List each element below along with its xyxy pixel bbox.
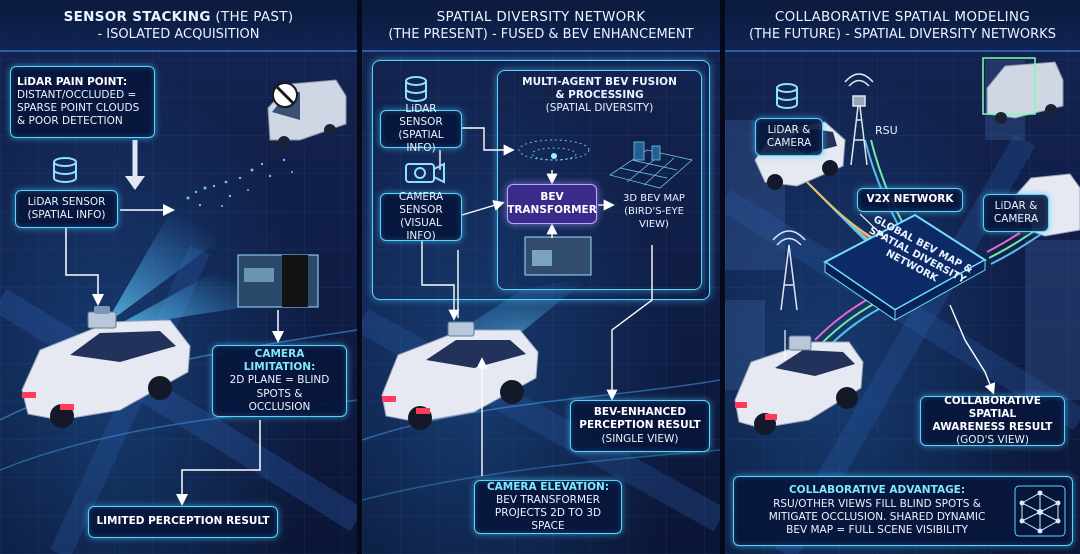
- collab-result-line3: (GOD'S VIEW): [956, 434, 1029, 447]
- bev-enhanced-result-box: BEV-ENHANCED PERCEPTION RESULT (SINGLE V…: [570, 400, 710, 452]
- panel-subtitle: (THE FUTURE) - SPATIAL DIVERSITY NETWORK…: [749, 27, 1056, 42]
- camera-sensor-line2: SENSOR: [399, 204, 442, 217]
- title-rest: (THE PAST): [211, 9, 294, 25]
- lidar-sensor-box: LiDAR SENSOR (SPATIAL INFO): [380, 110, 462, 148]
- ego-car: [382, 322, 538, 430]
- connected-van: [983, 58, 1063, 124]
- camera-limitation-line2: SPOTS &: [257, 388, 303, 401]
- fusion-label: MULTI-AGENT BEV FUSION & PROCESSING (SPA…: [502, 76, 697, 115]
- camera-limitation-box: CAMERA LIMITATION: 2D PLANE = BLIND SPOT…: [212, 345, 347, 417]
- camera-limitation-head: CAMERA LIMITATION:: [219, 348, 340, 374]
- pain-point-line1: DISTANT/OCCLUDED =: [17, 89, 136, 102]
- lidar-beam: [105, 195, 260, 325]
- lidar-sensor-box: LiDAR SENSOR (SPATIAL INFO): [15, 190, 118, 228]
- database-icon: [50, 155, 80, 185]
- panel-title-text: COLLABORATIVE SPATIAL MODELING: [775, 9, 1030, 25]
- lidar-sensor-line2: (SPATIAL INFO): [27, 209, 105, 222]
- camera-elevation-head: CAMERA ELEVATION:: [487, 481, 609, 494]
- v2x-label: V2X NETWORK: [866, 193, 953, 206]
- fusion-line2: & PROCESSING: [502, 89, 697, 102]
- bev-transformer-line2: TRANSFORMER: [507, 204, 597, 217]
- lidar-camera-box-b: LiDAR & CAMERA: [983, 194, 1049, 232]
- database-icon: [773, 82, 801, 110]
- lidar-camera-a-line2: CAMERA: [767, 137, 811, 150]
- camera-thumbnail: [238, 255, 318, 307]
- camera-elevation-line2: PROJECTS 2D TO 3D SPACE: [481, 507, 615, 533]
- advantage-line1: RSU/OTHER VIEWS FILL BLIND SPOTS &: [740, 498, 1014, 511]
- radio-tower-icon: [845, 74, 873, 86]
- network-node-icon: [1014, 485, 1066, 537]
- global-map-label: GLOBAL BEV MAP & SPATIAL DIVERSITY NETWO…: [847, 207, 988, 305]
- camera-limitation-line3: OCCLUSION: [249, 401, 311, 414]
- rsu-label: RSU: [875, 124, 898, 137]
- bev-map-line1: 3D BEV MAP: [614, 192, 694, 205]
- bev-result-line1: BEV-ENHANCED: [594, 406, 686, 419]
- bev-map-line3: VIEW): [614, 218, 694, 231]
- title-bold: SENSOR STACKING: [64, 9, 211, 25]
- lidar-camera-b-line2: CAMERA: [994, 213, 1038, 226]
- no-entry-icon: [270, 80, 300, 110]
- lidar-camera-b-line1: LiDAR &: [995, 200, 1038, 213]
- fusion-line1: MULTI-AGENT BEV FUSION: [502, 76, 697, 89]
- radio-tower-icon: [773, 231, 805, 310]
- lidar-pain-point-box: LiDAR PAIN POINT: DISTANT/OCCLUDED = SPA…: [10, 66, 155, 138]
- bev-map-label: 3D BEV MAP (BIRD'S-EYE VIEW): [614, 192, 694, 231]
- bev-map-line2: (BIRD'S-EYE: [614, 205, 694, 218]
- lidar-camera-a-line1: LiDAR &: [768, 124, 811, 137]
- panel-title-text: SPATIAL DIVERSITY NETWORK: [437, 9, 646, 25]
- lidar-camera-box-a: LiDAR & CAMERA: [755, 118, 823, 156]
- panel-subtitle: (THE PRESENT) - FUSED & BEV ENHANCEMENT: [388, 27, 693, 42]
- bev-transformer-box: BEV TRANSFORMER: [507, 184, 597, 224]
- ego-car: [22, 306, 190, 428]
- panel-subtitle: - ISOLATED ACQUISITION: [97, 27, 259, 42]
- bev-result-line3: (SINGLE VIEW): [601, 433, 678, 446]
- panel-sensor-stacking: SENSOR STACKING (THE PAST) - ISOLATED AC…: [0, 0, 357, 554]
- collaborative-result-box: COLLABORATIVE SPATIAL AWARENESS RESULT (…: [920, 396, 1065, 446]
- pain-point-line3: & POOR DETECTION: [17, 115, 123, 128]
- collab-result-line1: COLLABORATIVE SPATIAL: [927, 395, 1058, 421]
- camera-sensor-box: CAMERA SENSOR (VISUAL INFO): [380, 193, 462, 241]
- panel-title: SPATIAL DIVERSITY NETWORK (THE PRESENT) …: [362, 0, 720, 52]
- lidar-sensor-line1: LiDAR SENSOR: [28, 196, 106, 209]
- panel-collaborative-spatial-modeling: COLLABORATIVE SPATIAL MODELING (THE FUTU…: [725, 0, 1080, 554]
- camera-beam: [112, 258, 290, 328]
- camera-elevation-line1: BEV TRANSFORMER: [496, 494, 600, 507]
- pain-point-line2: SPARSE POINT CLOUDS: [17, 102, 139, 115]
- collab-result-line2: AWARENESS RESULT: [933, 421, 1053, 434]
- database-icon: [402, 75, 430, 103]
- v2x-network-box: V2X NETWORK: [857, 188, 963, 212]
- ego-car: [735, 336, 863, 435]
- collaborative-advantage-box: COLLABORATIVE ADVANTAGE: RSU/OTHER VIEWS…: [733, 476, 1073, 546]
- rsu-tower: [851, 96, 867, 165]
- limited-perception-result-box: LIMITED PERCEPTION RESULT: [88, 506, 278, 538]
- camera-icon: [404, 158, 448, 186]
- advantage-head: COLLABORATIVE ADVANTAGE:: [740, 484, 1014, 497]
- camera-sensor-line3: (VISUAL INFO): [387, 217, 455, 243]
- bev-result-line2: PERCEPTION RESULT: [579, 419, 700, 432]
- sparse-point-cloud: [187, 159, 294, 207]
- camera-limitation-line1: 2D PLANE = BLIND: [230, 374, 330, 387]
- panel-title: SENSOR STACKING (THE PAST) - ISOLATED AC…: [0, 0, 357, 52]
- advantage-line2: MITIGATE OCCLUSION. SHARED DYNAMIC: [740, 511, 1014, 524]
- global-map-line2: SPATIAL DIVERSITY: [852, 218, 981, 294]
- limited-perception-result: LIMITED PERCEPTION RESULT: [96, 515, 269, 528]
- advantage-line3: BEV MAP = FULL SCENE VISIBILITY: [740, 524, 1014, 537]
- camera-sensor-line1: CAMERA: [399, 191, 443, 204]
- panel-spatial-diversity-network: SPATIAL DIVERSITY NETWORK (THE PRESENT) …: [362, 0, 720, 554]
- panel-title: COLLABORATIVE SPATIAL MODELING (THE FUTU…: [725, 0, 1080, 52]
- bev-transformer-line1: BEV: [540, 191, 563, 204]
- camera-elevation-box: CAMERA ELEVATION: BEV TRANSFORMER PROJEC…: [474, 480, 622, 534]
- fusion-line3: (SPATIAL DIVERSITY): [502, 102, 697, 115]
- lidar-sensor-line1: LiDAR SENSOR: [387, 103, 455, 129]
- pain-point-head: LiDAR PAIN POINT:: [17, 76, 127, 89]
- lidar-sensor-line2: (SPATIAL INFO): [387, 129, 455, 155]
